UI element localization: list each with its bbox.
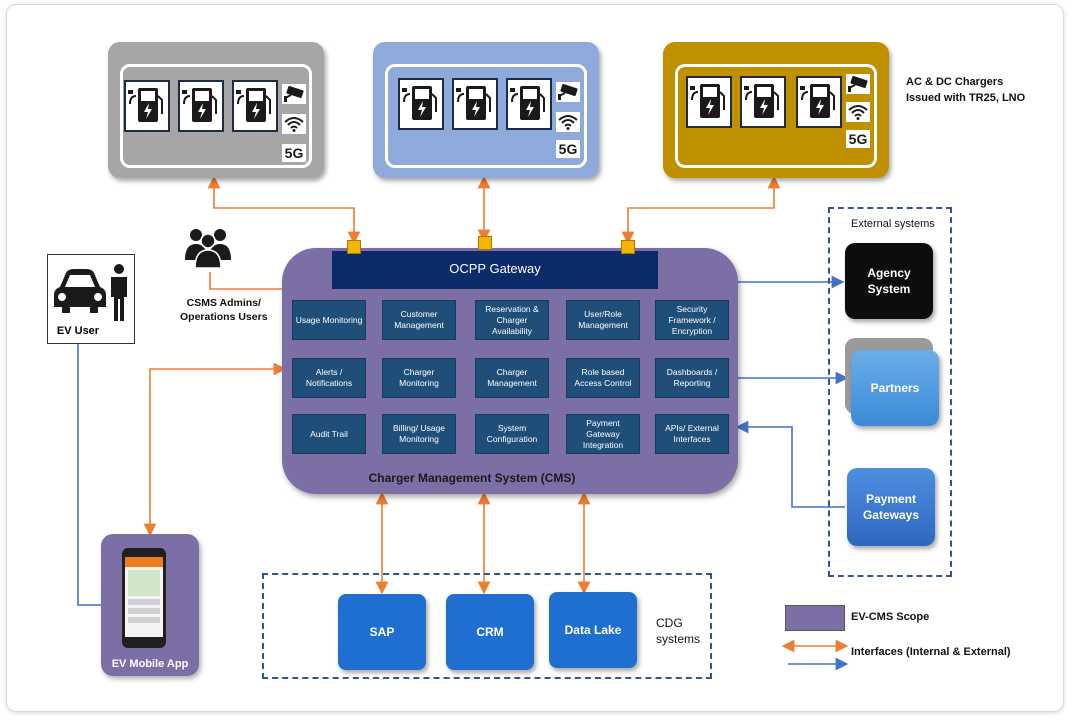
cms-module: Charger Monitoring — [382, 358, 456, 398]
people-icon — [182, 226, 234, 273]
wifi-icon — [282, 114, 306, 134]
sap-box: SAP — [338, 594, 426, 670]
ev-charger-icon — [796, 76, 842, 128]
fiveg-badge: 5G — [556, 140, 580, 158]
cms-module: Alerts / Notifications — [292, 358, 366, 398]
gateway-port-1 — [347, 240, 361, 254]
legend-scope-label: EV-CMS Scope — [851, 611, 930, 623]
ev-user-box: EV User — [47, 254, 135, 344]
cms-module: Charger Management — [475, 358, 549, 398]
ev-charger-icon — [506, 78, 552, 130]
ev-charger-icon — [398, 78, 444, 130]
cms-title: Charger Management System (CMS) — [368, 471, 576, 485]
external-systems-boundary — [828, 207, 952, 577]
partners-box: Partners — [851, 350, 939, 426]
smartphone-icon — [122, 548, 166, 648]
cms-module: Audit Trail — [292, 414, 366, 454]
wifi-icon — [556, 112, 580, 132]
link-app-cms — [143, 362, 287, 537]
cctv-camera-icon — [846, 74, 870, 94]
external-systems-title: External systems — [851, 218, 935, 230]
gateway-port-3 — [621, 240, 635, 254]
cms-module: System Configuration — [475, 414, 549, 454]
chargers-note: AC & DC Chargers Issued with TR25, LNO — [906, 76, 1026, 104]
legend-interfaces-label: Interfaces (Internal & External) — [851, 646, 1011, 658]
link-payment-cms — [735, 420, 845, 508]
link-station1-cms — [207, 175, 361, 245]
legend-scope-swatch — [785, 605, 845, 631]
cctv-camera-icon — [556, 82, 580, 102]
crm-box: CRM — [446, 594, 534, 670]
fiveg-badge: 5G — [282, 144, 306, 162]
diagram-frame — [6, 4, 1064, 712]
cms-module: Billing/ Usage Monitoring — [382, 414, 456, 454]
cctv-camera-icon — [282, 84, 306, 104]
ev-charger-icon — [178, 80, 224, 132]
gateway-port-2 — [478, 236, 492, 250]
cms-module: Dashboards / Reporting — [655, 358, 729, 398]
ev-charger-icon — [124, 80, 170, 132]
mobile-app-label: EV Mobile App — [111, 658, 189, 670]
ev-charger-icon — [232, 80, 278, 132]
cms-module: Payment Gateway Integration — [566, 414, 640, 454]
data-lake-box: Data Lake — [549, 592, 637, 668]
ev-charger-icon — [740, 76, 786, 128]
ev-charger-icon — [686, 76, 732, 128]
link-evuser-app — [77, 344, 101, 606]
cms-module: Customer Management — [382, 300, 456, 340]
ocpp-gateway: OCPP Gateway — [332, 251, 658, 289]
link-admins-cms — [209, 272, 282, 290]
link-station3-cms — [621, 175, 781, 245]
cdg-systems-boundary — [262, 573, 712, 679]
cms-module: APIs/ External Interfaces — [655, 414, 729, 454]
ev-user-label: EV User — [56, 325, 100, 337]
ev-charger-icon — [452, 78, 498, 130]
admins-label: CSMS Admins/ Operations Users — [180, 297, 268, 323]
cms-module: Role based Access Control — [566, 358, 640, 398]
cms-module: Usage Monitoring — [292, 300, 366, 340]
cms-module: User/Role Management — [566, 300, 640, 340]
wifi-icon — [846, 102, 870, 122]
fiveg-badge: 5G — [846, 130, 870, 148]
car-icon — [52, 267, 108, 320]
cms-module: Security Framework / Encryption — [655, 300, 729, 340]
person-icon — [108, 263, 130, 326]
cms-module: Reservation & Charger Availability — [475, 300, 549, 340]
